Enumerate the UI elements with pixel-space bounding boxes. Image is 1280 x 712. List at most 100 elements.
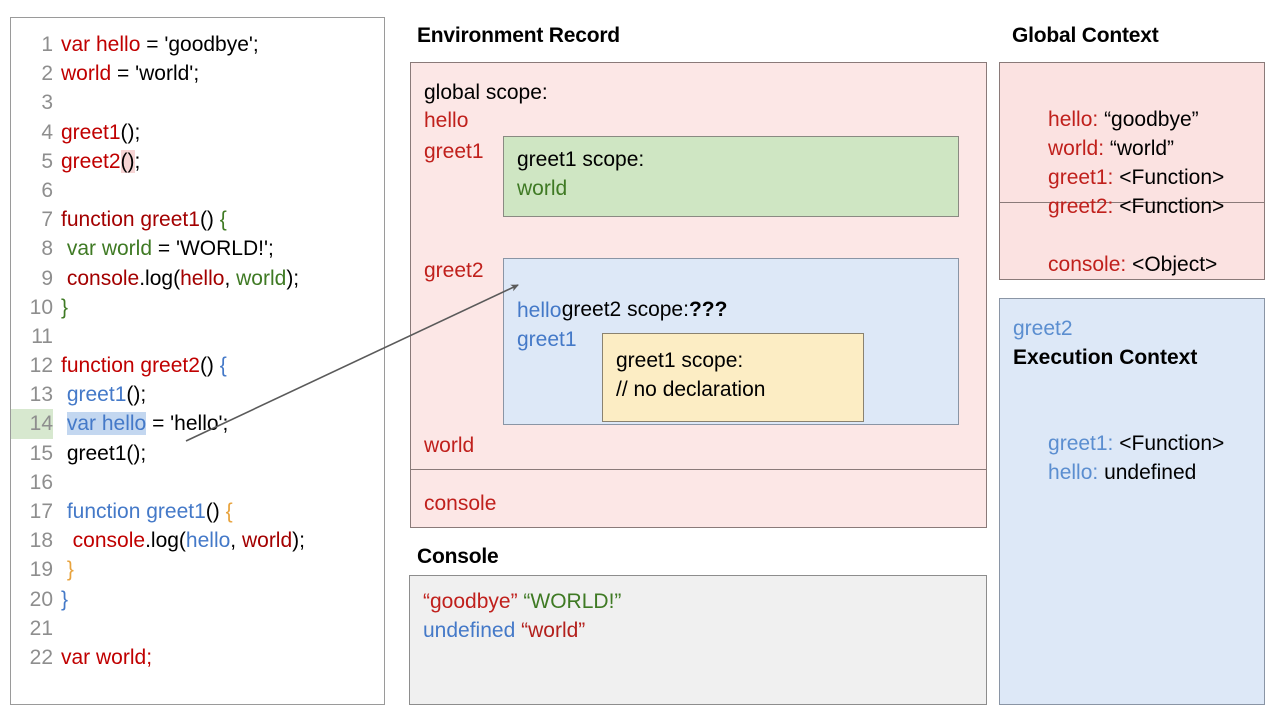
global-scope-label: global scope: <box>424 81 548 104</box>
greet1-inner-scope-box: greet1 scope: // no declaration <box>602 333 864 422</box>
er-entry-greet1: greet1 <box>424 140 484 163</box>
code-line-content: greet1(); <box>61 380 146 409</box>
code-token: world <box>236 266 287 290</box>
gc-key: hello: <box>1048 108 1105 131</box>
code-line-14[interactable]: 14 var hello = 'hello'; <box>11 409 384 439</box>
gc-entry-greet1: greet1: <Function> <box>1013 136 1224 220</box>
code-token: { <box>225 500 233 523</box>
line-number: 1 <box>41 33 53 56</box>
code-line-6[interactable]: 6 <box>11 176 384 205</box>
code-token: .log( <box>139 266 181 290</box>
code-token: function greet1 <box>61 500 206 523</box>
greet1-scope-box: greet1 scope: world <box>503 136 959 217</box>
code-token: () <box>205 500 226 523</box>
code-line-content: world = 'world'; <box>61 59 199 88</box>
code-line-3[interactable]: 3 <box>11 88 384 117</box>
code-line-19[interactable]: 19 } <box>11 555 384 584</box>
code-line-18[interactable]: 18 console.log(hello, world); <box>11 526 384 555</box>
code-line-11[interactable]: 11 <box>11 322 384 351</box>
code-token: = 'WORLD!'; <box>152 237 274 261</box>
line-number: 20 <box>29 587 53 611</box>
greet2-scope-box: greet2 scope:??? hello greet1 greet1 sco… <box>503 258 959 425</box>
gc-entry-greet2: greet2: <Function> <box>1013 165 1224 249</box>
environment-record-divider <box>411 469 986 470</box>
code-token: var world; <box>61 645 153 669</box>
code-token: greet1 <box>61 120 121 144</box>
code-line-20[interactable]: 20} <box>11 585 384 614</box>
line-number: 7 <box>41 208 53 232</box>
code-token: { <box>219 208 227 232</box>
code-line-content: var world; <box>61 643 152 672</box>
code-token: , <box>230 529 242 553</box>
ec-value: undefined <box>1104 461 1197 484</box>
line-number: 3 <box>41 91 53 115</box>
code-token: , <box>224 266 237 290</box>
code-token <box>61 412 67 435</box>
code-line-content: console.log(hello, world); <box>61 264 299 293</box>
code-line-2[interactable]: 2 world = 'world'; <box>11 59 384 88</box>
code-token: greet2 <box>61 149 121 173</box>
greet2-scope-header-row: greet2 scope:??? <box>515 268 728 352</box>
code-line-8[interactable]: 8 var world = 'WORLD!'; <box>11 234 384 263</box>
greet2-scope-header: greet2 scope: <box>561 298 689 321</box>
line-number: 18 <box>29 529 53 553</box>
line-number: 17 <box>29 500 53 523</box>
console-title: Console <box>417 545 499 568</box>
code-token: hello <box>180 266 225 290</box>
code-line-content: function greet1() { <box>61 497 233 526</box>
line-number: 19 <box>29 558 53 582</box>
execution-context-name: greet2 <box>1013 317 1073 340</box>
code-token: greet1(); <box>61 441 147 465</box>
code-line-9[interactable]: 9 console.log(hello, world); <box>11 264 384 293</box>
code-line-13[interactable]: 13 greet1(); <box>11 380 384 409</box>
greet2-scope-unknown-marker: ??? <box>688 298 728 321</box>
greet1-scope-header: greet1 scope: <box>517 148 645 171</box>
execution-context-title: Execution Context <box>1013 346 1198 369</box>
line-number: 21 <box>29 616 53 640</box>
code-line-16[interactable]: 16 <box>11 468 384 497</box>
code-token: () <box>199 354 220 378</box>
code-line-content: var world = 'WORLD!'; <box>61 234 274 263</box>
code-token: console <box>61 266 140 290</box>
global-context-box: hello: “goodbye” world: “world” greet1: … <box>999 62 1265 280</box>
code-token: { <box>219 354 227 378</box>
line-number: 9 <box>41 266 53 290</box>
code-line-content: greet1(); <box>61 439 146 468</box>
code-line-17[interactable]: 17 function greet1() { <box>11 497 384 526</box>
gc-value: <Function> <box>1119 166 1225 189</box>
greet1-scope-var-world: world <box>517 177 568 200</box>
code-line-10[interactable]: 10} <box>11 293 384 322</box>
line-number: 2 <box>41 62 53 86</box>
line-number: 15 <box>29 441 53 465</box>
gc-key: world: <box>1048 137 1110 160</box>
environment-record-box: global scope: hello greet1 greet2 world … <box>410 62 987 528</box>
greet2-execution-context-box: greet2 Execution Context greet1: <Functi… <box>999 298 1265 705</box>
code-token: console <box>61 529 146 553</box>
console-output-box: “goodbye” “WORLD!” undefined “world” <box>409 575 987 705</box>
line-number: 8 <box>41 237 53 261</box>
console-token: “WORLD!” <box>523 590 622 613</box>
greet2-scope-var-greet1: greet1 <box>517 328 577 351</box>
line-number: 12 <box>29 354 53 378</box>
gc-key: console: <box>1048 253 1133 276</box>
code-line-21[interactable]: 21 <box>11 614 384 643</box>
code-token: ); <box>286 266 300 290</box>
code-token: } <box>61 558 74 582</box>
code-token: (); <box>126 383 147 407</box>
code-token: 'goodbye'; <box>164 33 259 56</box>
code-token: world <box>241 529 293 553</box>
code-line-15[interactable]: 15 greet1(); <box>11 439 384 468</box>
code-token: ; <box>134 149 141 173</box>
ec-key: greet1: <box>1048 432 1120 455</box>
code-line-content: greet1(); <box>61 118 140 147</box>
gc-value: <Function> <box>1119 195 1225 218</box>
